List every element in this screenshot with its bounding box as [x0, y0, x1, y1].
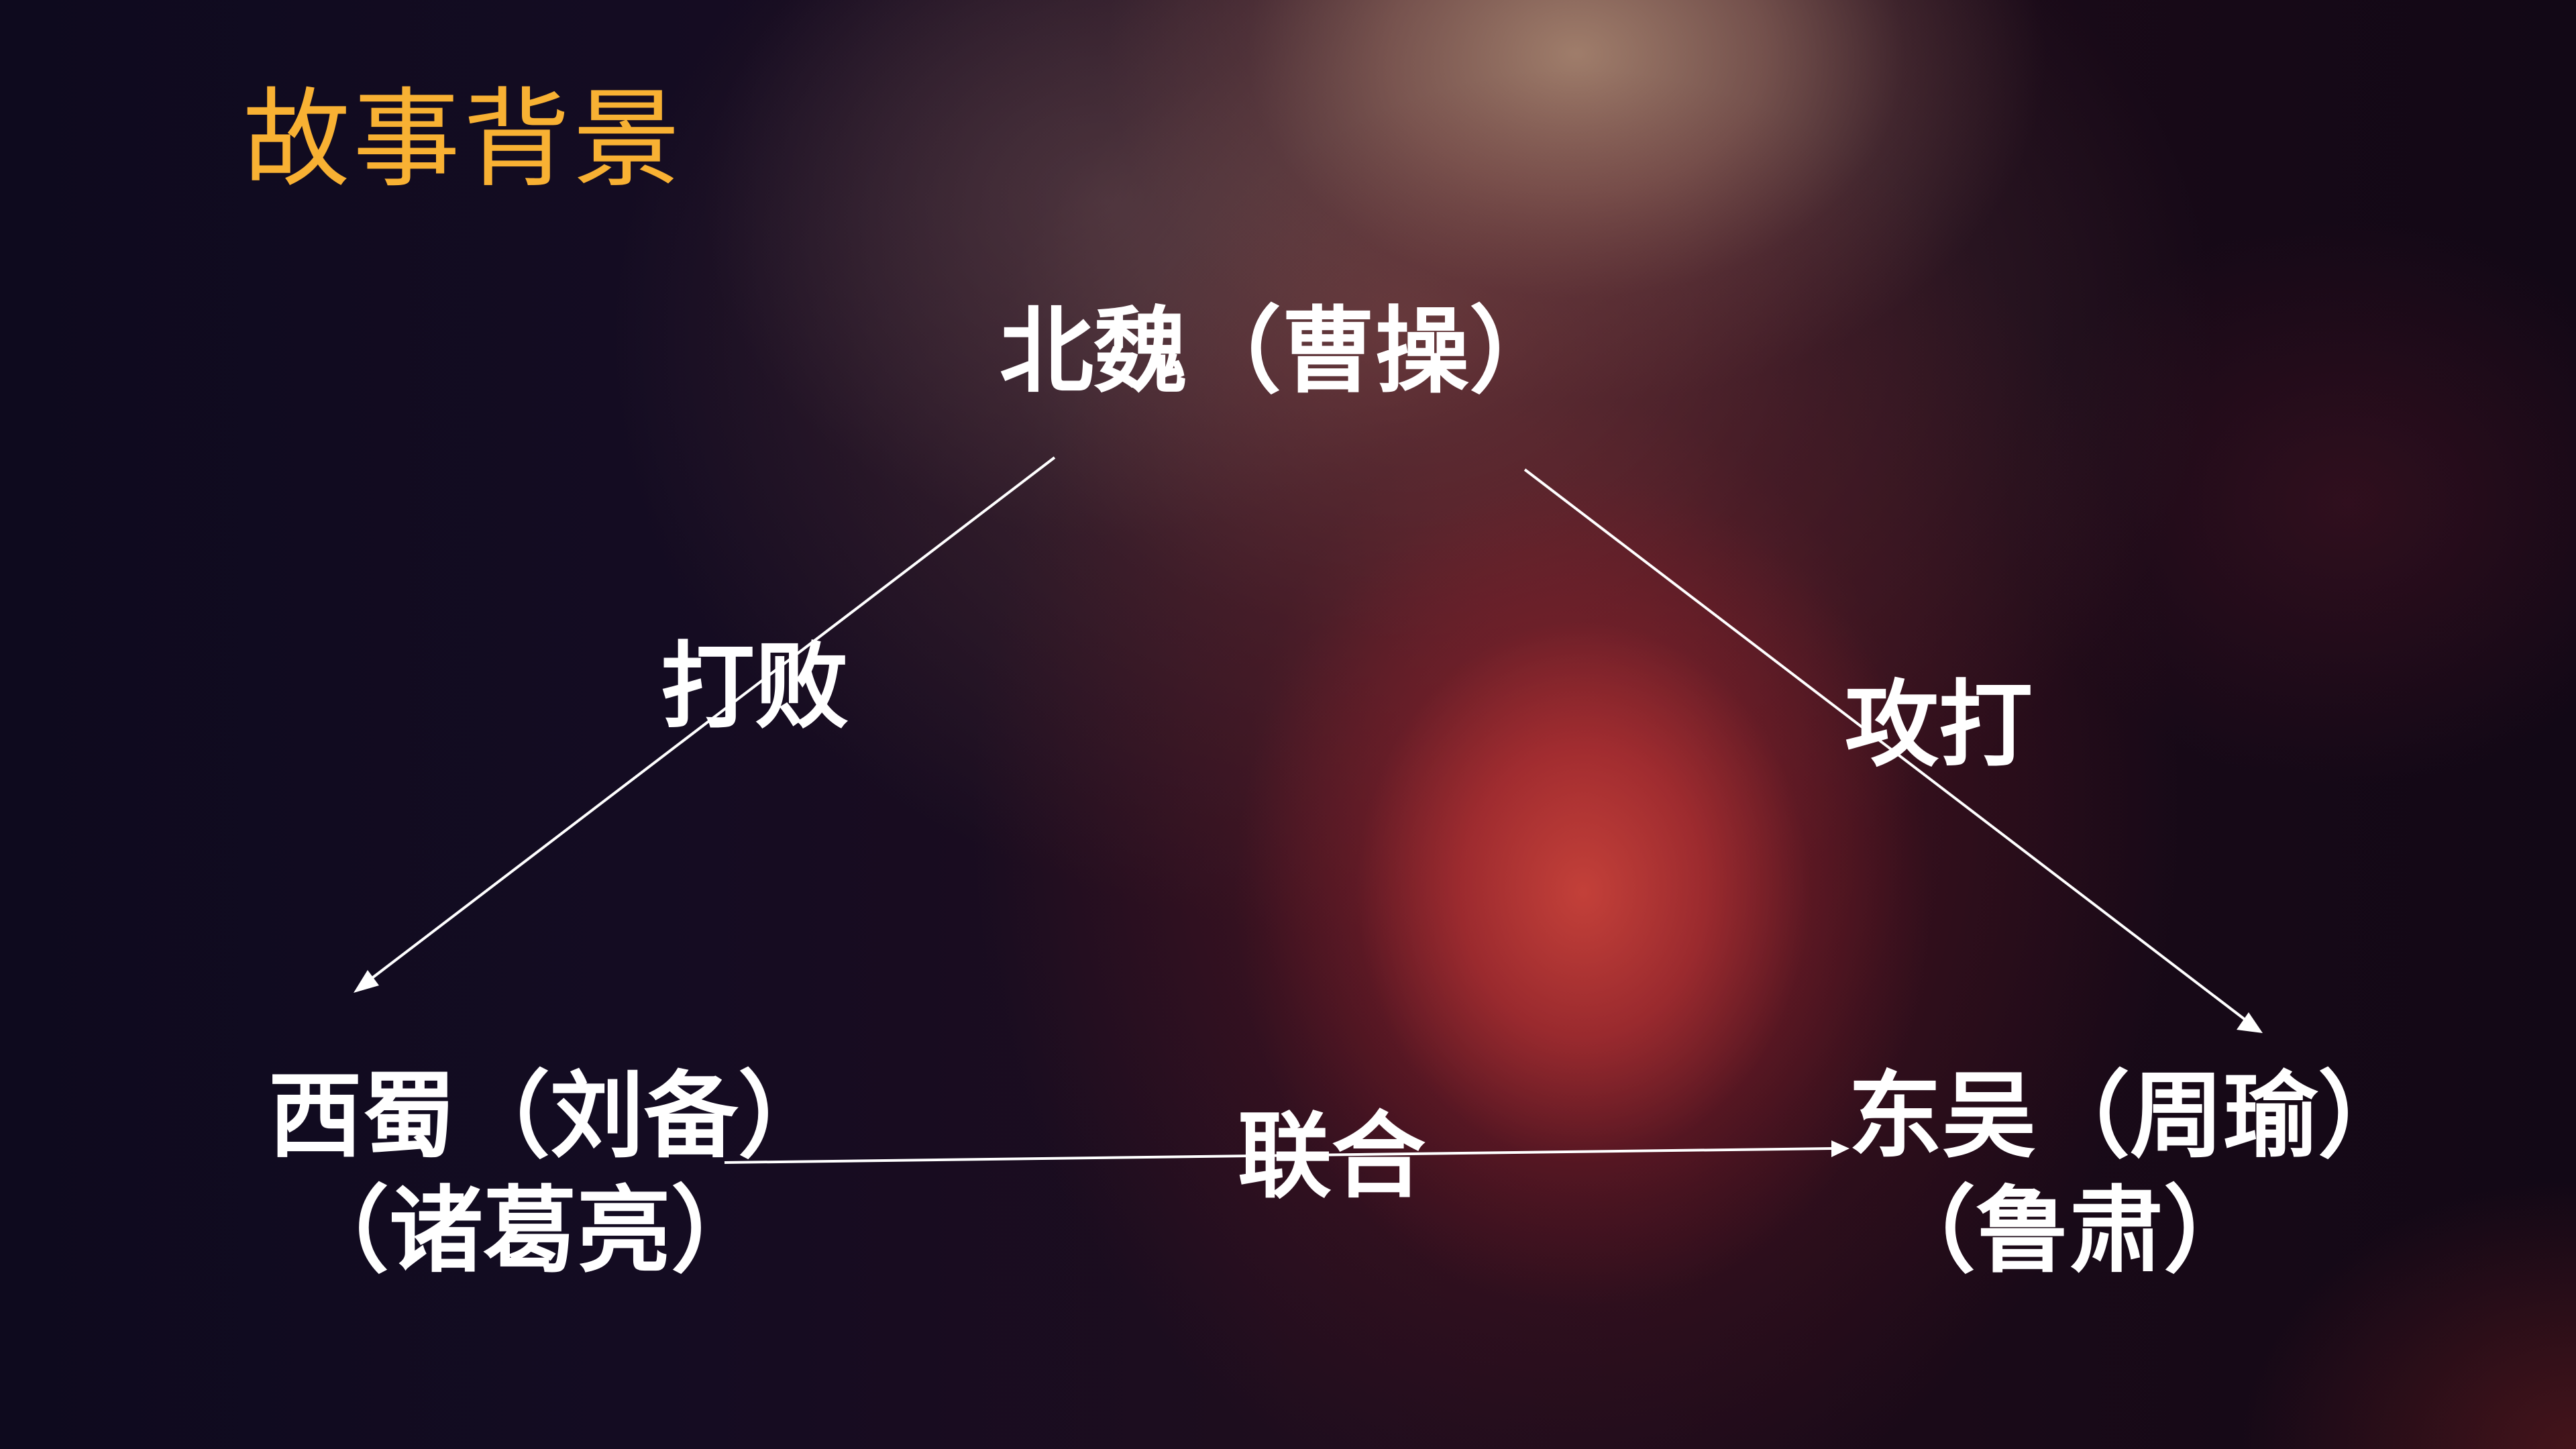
node-east-wu: 东吴（周瑜） （鲁肃） — [1848, 1060, 2412, 1289]
node-west-shu: 西蜀（刘备） （诸葛亮） — [268, 1060, 832, 1289]
node-east-label: 东吴（周瑜） — [1848, 1062, 2412, 1171]
arrowhead-icon — [354, 970, 379, 993]
node-east-sublabel: （鲁肃） — [1882, 1176, 2258, 1286]
node-west-label: 西蜀（刘备） — [268, 1062, 833, 1171]
node-north-label: 北魏（曹操） — [1000, 297, 1564, 407]
edge-label-defeat: 打败 — [661, 633, 849, 742]
slide-title: 故事背景 — [243, 76, 684, 202]
edge-label-attack: 攻打 — [1845, 671, 2033, 780]
node-north-wei: 北魏（曹操） — [1000, 295, 1563, 410]
edge-label-ally: 联合 — [1238, 1102, 1426, 1212]
arrowhead-icon — [2237, 1012, 2263, 1033]
node-west-sublabel: （诸葛亮） — [295, 1176, 765, 1286]
arrowhead-icon — [1831, 1140, 1849, 1157]
